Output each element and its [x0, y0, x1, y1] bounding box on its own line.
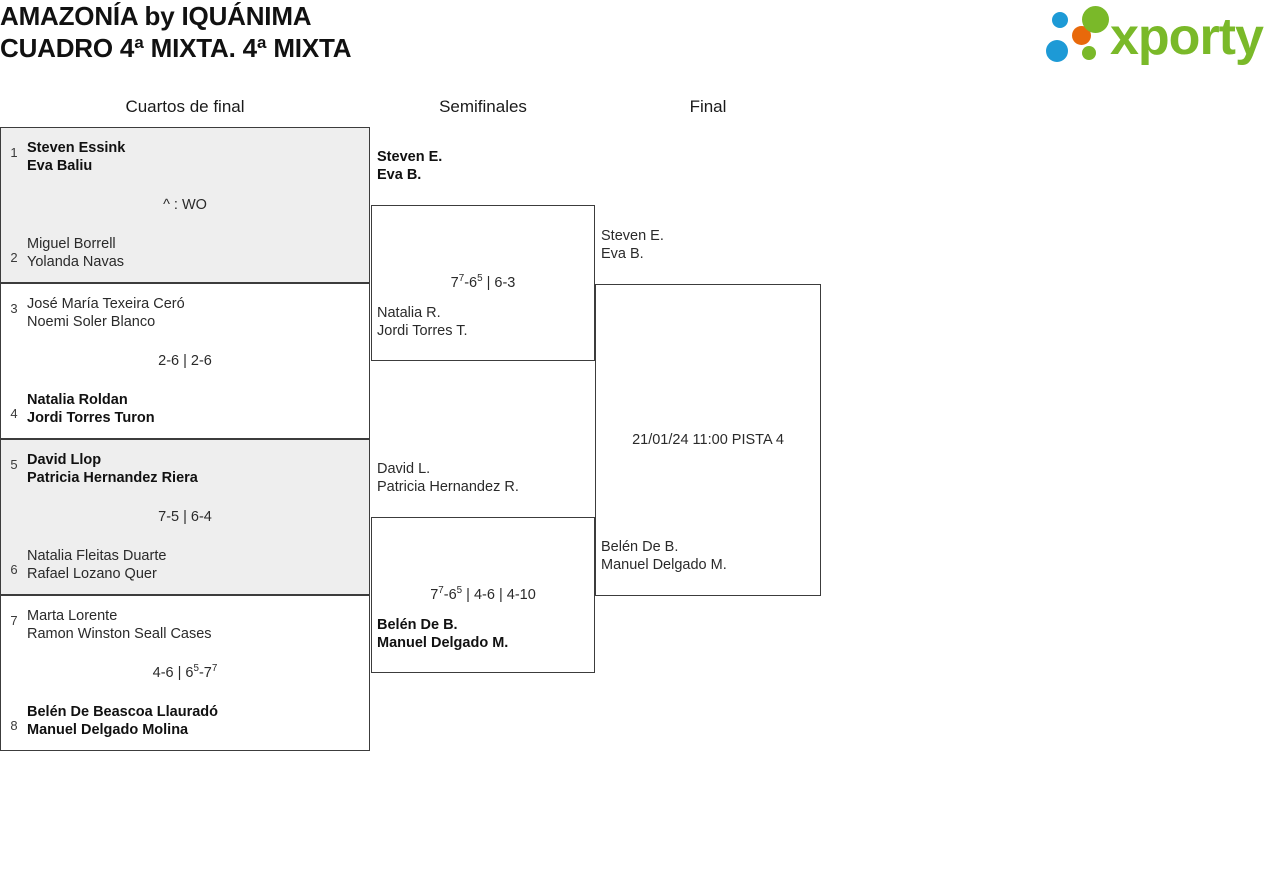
player-name: Belén De Beascoa Llauradó: [27, 704, 218, 720]
match-score: 4-6 | 65-77: [152, 663, 218, 681]
logo-dot-green-large-icon: [1082, 6, 1109, 33]
player-name: Patricia Hernandez R.: [377, 479, 519, 495]
match-quarterfinal-1[interactable]: 1 Steven Essink Eva Baliu ^ : WO 2 Migue…: [0, 127, 370, 283]
round-heading-semifinals: Semifinales: [439, 97, 527, 116]
match-score: 77-65 | 4-6 | 4-10: [430, 585, 536, 603]
team-top: Marta Lorente Ramon Winston Seall Cases: [27, 607, 212, 643]
player-name: Natalia R.: [377, 305, 441, 321]
match-score: ^ : WO: [163, 197, 207, 213]
seed-number: 1: [10, 145, 18, 160]
tournament-name: AMAZONÍA by IQUÁNIMA: [0, 1, 312, 31]
player-name: David L.: [377, 461, 431, 477]
seed-number: 6: [10, 562, 18, 577]
draw-name: CUADRO 4ª MIXTA. 4ª MIXTA: [0, 33, 352, 63]
match-final[interactable]: 21/01/24 11:00 PISTA 4: [595, 284, 821, 596]
semifinal-1-team-bottom: Natalia R. Jordi Torres T.: [377, 304, 468, 340]
player-name: Belén De B.: [601, 539, 679, 555]
logo-dot-blue-small-icon: [1052, 12, 1068, 28]
match-score: 7-5 | 6-4: [158, 509, 212, 525]
player-name: José María Texeira Ceró: [27, 296, 185, 312]
semifinal-2-team-bottom: Belén De B. Manuel Delgado M.: [377, 616, 508, 652]
logo-dots-icon: [1044, 4, 1116, 70]
player-name: Belén De B.: [377, 617, 458, 633]
team-bottom: Miguel Borrell Yolanda Navas: [27, 235, 124, 271]
player-name: Manuel Delgado M.: [601, 557, 727, 573]
match-quarterfinal-4[interactable]: 7 Marta Lorente Ramon Winston Seall Case…: [0, 595, 370, 751]
player-name: Rafael Lozano Quer: [27, 566, 157, 582]
final-team-top: Steven E. Eva B.: [601, 227, 664, 263]
logo-dot-blue-large-icon: [1046, 40, 1068, 62]
player-name: Steven E.: [601, 228, 664, 244]
team-top: José María Texeira Ceró Noemi Soler Blan…: [27, 295, 185, 331]
logo-wordmark: xporty: [1110, 8, 1264, 66]
player-name: Marta Lorente: [27, 608, 118, 624]
final-schedule: 21/01/24 11:00 PISTA 4: [632, 432, 784, 448]
player-name: David Llop: [27, 452, 102, 468]
seed-number: 4: [10, 406, 18, 421]
match-semifinal-1[interactable]: 77-65 | 6-3: [371, 205, 595, 361]
player-name: Steven E.: [377, 149, 443, 165]
match-score: 77-65 | 6-3: [450, 273, 516, 291]
team-bottom: Natalia Roldan Jordi Torres Turon: [27, 391, 155, 427]
team-bottom: Natalia Fleitas Duarte Rafael Lozano Que…: [27, 547, 166, 583]
player-name: Manuel Delgado Molina: [27, 722, 189, 738]
player-name: Eva Baliu: [27, 158, 93, 174]
player-name: Noemi Soler Blanco: [27, 314, 156, 330]
player-name: Eva B.: [377, 167, 422, 183]
player-name: Ramon Winston Seall Cases: [27, 626, 212, 642]
page-title: AMAZONÍA by IQUÁNIMA CUADRO 4ª MIXTA. 4ª…: [0, 0, 900, 64]
logo-dot-green-small-icon: [1082, 46, 1096, 60]
match-score: 2-6 | 2-6: [158, 353, 212, 369]
player-name: Natalia Fleitas Duarte: [27, 548, 167, 564]
seed-number: 2: [10, 250, 18, 265]
semifinal-1-team-top: Steven E. Eva B.: [377, 148, 442, 184]
player-name: Yolanda Navas: [27, 254, 125, 270]
player-name: Natalia Roldan: [27, 392, 128, 408]
player-name: Jordi Torres T.: [377, 323, 468, 339]
team-bottom: Belén De Beascoa Llauradó Manuel Delgado…: [27, 703, 218, 739]
xporty-logo: xporty: [1044, 4, 1274, 70]
player-name: Patricia Hernandez Riera: [27, 470, 198, 486]
seed-number: 7: [10, 613, 18, 628]
seed-number: 3: [10, 301, 18, 316]
player-name: Manuel Delgado M.: [377, 635, 509, 651]
player-name: Eva B.: [601, 246, 644, 262]
team-top: David Llop Patricia Hernandez Riera: [27, 451, 198, 487]
seed-number: 5: [10, 457, 18, 472]
team-top: Steven Essink Eva Baliu: [27, 139, 125, 175]
round-heading-quarterfinals: Cuartos de final: [125, 97, 245, 116]
match-quarterfinal-3[interactable]: 5 David Llop Patricia Hernandez Riera 7-…: [0, 439, 370, 595]
match-quarterfinal-2[interactable]: 3 José María Texeira Ceró Noemi Soler Bl…: [0, 283, 370, 439]
match-semifinal-2[interactable]: 77-65 | 4-6 | 4-10: [371, 517, 595, 673]
round-heading-final: Final: [689, 97, 727, 116]
player-name: Jordi Torres Turon: [27, 410, 155, 426]
player-name: Miguel Borrell: [27, 236, 116, 252]
seed-number: 8: [10, 718, 18, 733]
final-team-bottom: Belén De B. Manuel Delgado M.: [601, 538, 727, 574]
player-name: Steven Essink: [27, 140, 126, 156]
semifinal-2-team-top: David L. Patricia Hernandez R.: [377, 460, 519, 496]
logo-dot-orange-icon: [1072, 26, 1091, 45]
